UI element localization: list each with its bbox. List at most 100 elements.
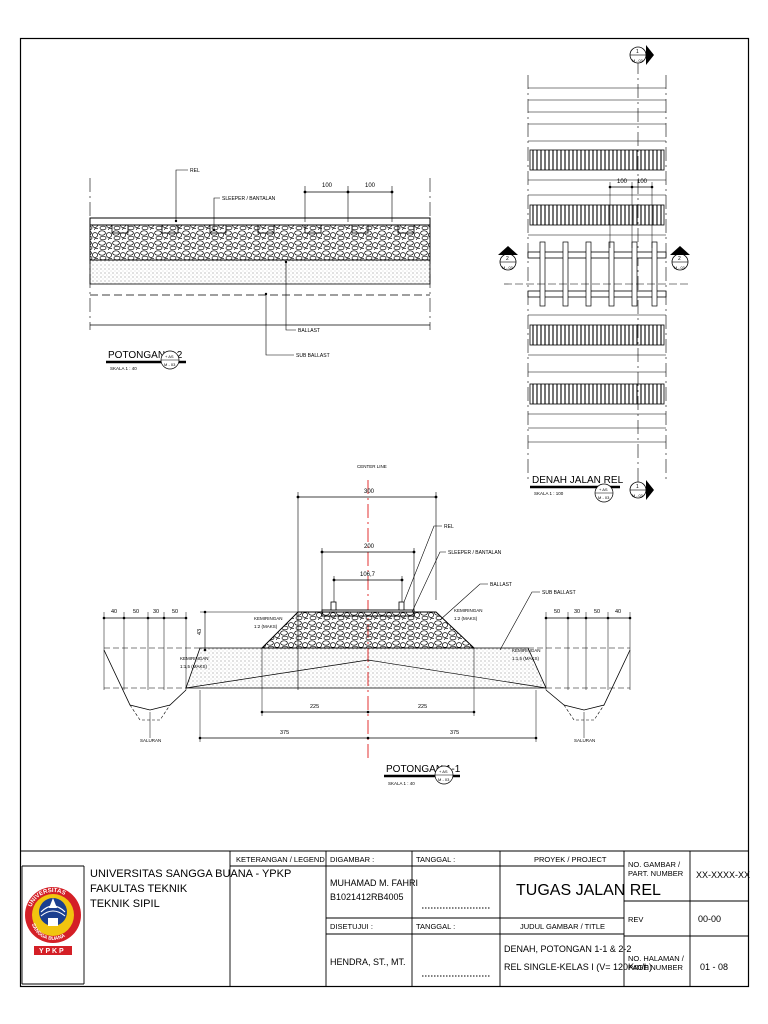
label-rel-2-2: REL (190, 168, 200, 174)
svg-text:KEMIRINGAN: KEMIRINGAN (454, 608, 483, 613)
svg-text:1: 1 (636, 49, 639, 55)
section-marker-2-right: 2 M - 03 (670, 246, 690, 271)
university-logo: UNIVERSITAS SANGGA BUANA Y P K P (25, 887, 81, 955)
svg-text:M - 03: M - 03 (502, 266, 513, 270)
subballast-layer-2-2 (89, 259, 431, 285)
part-number-label: NO. GAMBAR / PART. NUMBER (628, 860, 684, 878)
track-plan: 100 100 1 M - 03 1 M - 03 2 M - 03 (498, 45, 690, 503)
svg-text:50: 50 (594, 609, 600, 615)
title-denah: DENAH JALAN REL (532, 475, 624, 486)
rail-2-2 (89, 217, 431, 226)
date-header: TANGGAL : (416, 855, 456, 864)
svg-text:30: 30 (153, 609, 159, 615)
svg-text:225: 225 (418, 704, 427, 710)
title-header: JUDUL GAMBAR / TITLE (520, 922, 606, 931)
dim-300: 300 (364, 489, 375, 495)
svg-text:Y P K P: Y P K P (39, 948, 64, 955)
svg-text:M - 03: M - 03 (674, 266, 685, 270)
date-header-2: TANGGAL : (416, 922, 456, 931)
dim-plan-a: 100 (617, 179, 628, 185)
label-ballast-2-2: BALLAST (298, 328, 320, 334)
label-sleeper-1-1: SLEEPER / BANTALAN (448, 550, 502, 556)
svg-text:30: 30 (574, 609, 580, 615)
drawing-title-1: DENAH, POTONGAN 1-1 & 2-2 (504, 944, 632, 954)
approved-header: DISETUJUI : (330, 922, 373, 931)
svg-text:375: 375 (450, 730, 459, 736)
svg-text:50: 50 (172, 609, 178, 615)
dim-200: 200 (364, 544, 375, 550)
sheet-border (19, 37, 750, 988)
svg-text:+ AS: + AS (439, 769, 448, 774)
dim-height: 43 (197, 629, 203, 635)
svg-text:M - 03: M - 03 (632, 59, 643, 63)
project-header: PROYEK / PROJECT (534, 855, 607, 864)
scale-denah: SKALA 1 : 100 (534, 491, 564, 496)
svg-text:2: 2 (678, 256, 681, 262)
ditch-left (103, 649, 187, 711)
svg-text:375: 375 (280, 730, 289, 736)
svg-text:40: 40 (111, 609, 117, 615)
svg-text:1:1,5 (MAKS): 1:1,5 (MAKS) (180, 664, 208, 669)
rev-label: REV (628, 915, 644, 924)
section-marker-1-bottom: 1 M - 03 (629, 480, 654, 500)
label-rel-1-1: REL (444, 524, 454, 530)
rev-value: 00-00 (698, 914, 722, 924)
svg-text:225: 225 (310, 704, 319, 710)
label-sleeper-2-2: SLEEPER / BANTALAN (222, 196, 276, 202)
label-saluran-right: SALURAN (574, 738, 595, 743)
drawn-name: MUHAMAD M. FAHRI (330, 878, 419, 888)
svg-text:50: 50 (133, 609, 139, 615)
svg-text:M - 03: M - 03 (632, 494, 643, 498)
faculty-name: FAKULTAS TEKNIK (90, 883, 188, 895)
project-name: TUGAS JALAN REL (516, 882, 661, 899)
svg-text:M - 03: M - 03 (598, 495, 610, 500)
section-marker-1-top: 1 M - 03 (629, 45, 654, 65)
title-2-2: POTONGAN 2-2 (108, 350, 183, 361)
dim-gauge: 106,7 (360, 572, 376, 578)
svg-text:40: 40 (615, 609, 621, 615)
svg-text:KEMIRINGAN: KEMIRINGAN (180, 656, 209, 661)
svg-text:+ AS: + AS (599, 487, 608, 492)
svg-text:1:2 (MAKS): 1:2 (MAKS) (254, 624, 278, 629)
svg-text:1:2 (MAKS): 1:2 (MAKS) (454, 616, 478, 621)
department-name: TEKNIK SIPIL (90, 898, 160, 910)
svg-text:50: 50 (554, 609, 560, 615)
legend-header: KETERANGAN / LEGEND (236, 855, 325, 864)
ballast-layer-2-2 (89, 224, 431, 261)
title-1-1: POTONGAN 1-1 (386, 764, 461, 775)
svg-text:KEMIRINGAN: KEMIRINGAN (512, 648, 541, 653)
label-subballast-2-2: SUB BALLAST (296, 353, 330, 359)
scale-2-2: SKALA 1 : 40 (110, 366, 137, 371)
dim-2-2-b: 100 (365, 183, 376, 189)
drawn-header: DIGAMBAR : (330, 855, 375, 864)
approved-name: HENDRA, ST., MT. (330, 957, 406, 967)
ditch-right (545, 649, 631, 711)
label-subballast-1-1: SUB BALLAST (542, 590, 576, 596)
label-saluran-left: SALURAN (140, 738, 161, 743)
part-number-value: XX-XXXX-XX (696, 870, 751, 880)
dim-2-2-a: 100 (322, 183, 333, 189)
section-marker-2-left: 2 M - 03 (498, 246, 518, 271)
title-block-frame (20, 850, 749, 986)
section-2-2: 100 100 REL SLEEPER / BANTALAN BALLAST S… (89, 168, 431, 371)
section-1-1: CENTER LINE 300 200 106,7 (102, 464, 632, 786)
svg-text:M - 03: M - 03 (438, 777, 450, 782)
svg-text:1:1,5 (MAKS): 1:1,5 (MAKS) (512, 656, 540, 661)
svg-text:KEMIRINGAN: KEMIRINGAN (254, 616, 283, 621)
dim-plan-b: 100 (637, 179, 648, 185)
label-ballast-1-1: BALLAST (490, 582, 512, 588)
svg-text:+ AS: + AS (165, 354, 174, 359)
drawing-title-2: REL SINGLE-KELAS I (V= 120Km/h) (504, 962, 652, 972)
page-number-value: 01 - 08 (700, 962, 729, 972)
page-number-label: NO. HALAMAN / PAGE NUMBER (628, 954, 684, 972)
scale-1-1: SKALA 1 : 40 (388, 781, 415, 786)
svg-text:2: 2 (506, 256, 509, 262)
plan-sleepers (539, 241, 658, 307)
svg-text:1: 1 (636, 484, 639, 490)
subballast-1-1 (185, 647, 547, 689)
svg-text:M - 03: M - 03 (164, 362, 176, 367)
institution-name: UNIVERSITAS SANGGA BUANA - YPKP (90, 868, 292, 880)
drawn-id: B1021412RB4005 (330, 892, 404, 902)
label-center-line: CENTER LINE (357, 464, 387, 469)
